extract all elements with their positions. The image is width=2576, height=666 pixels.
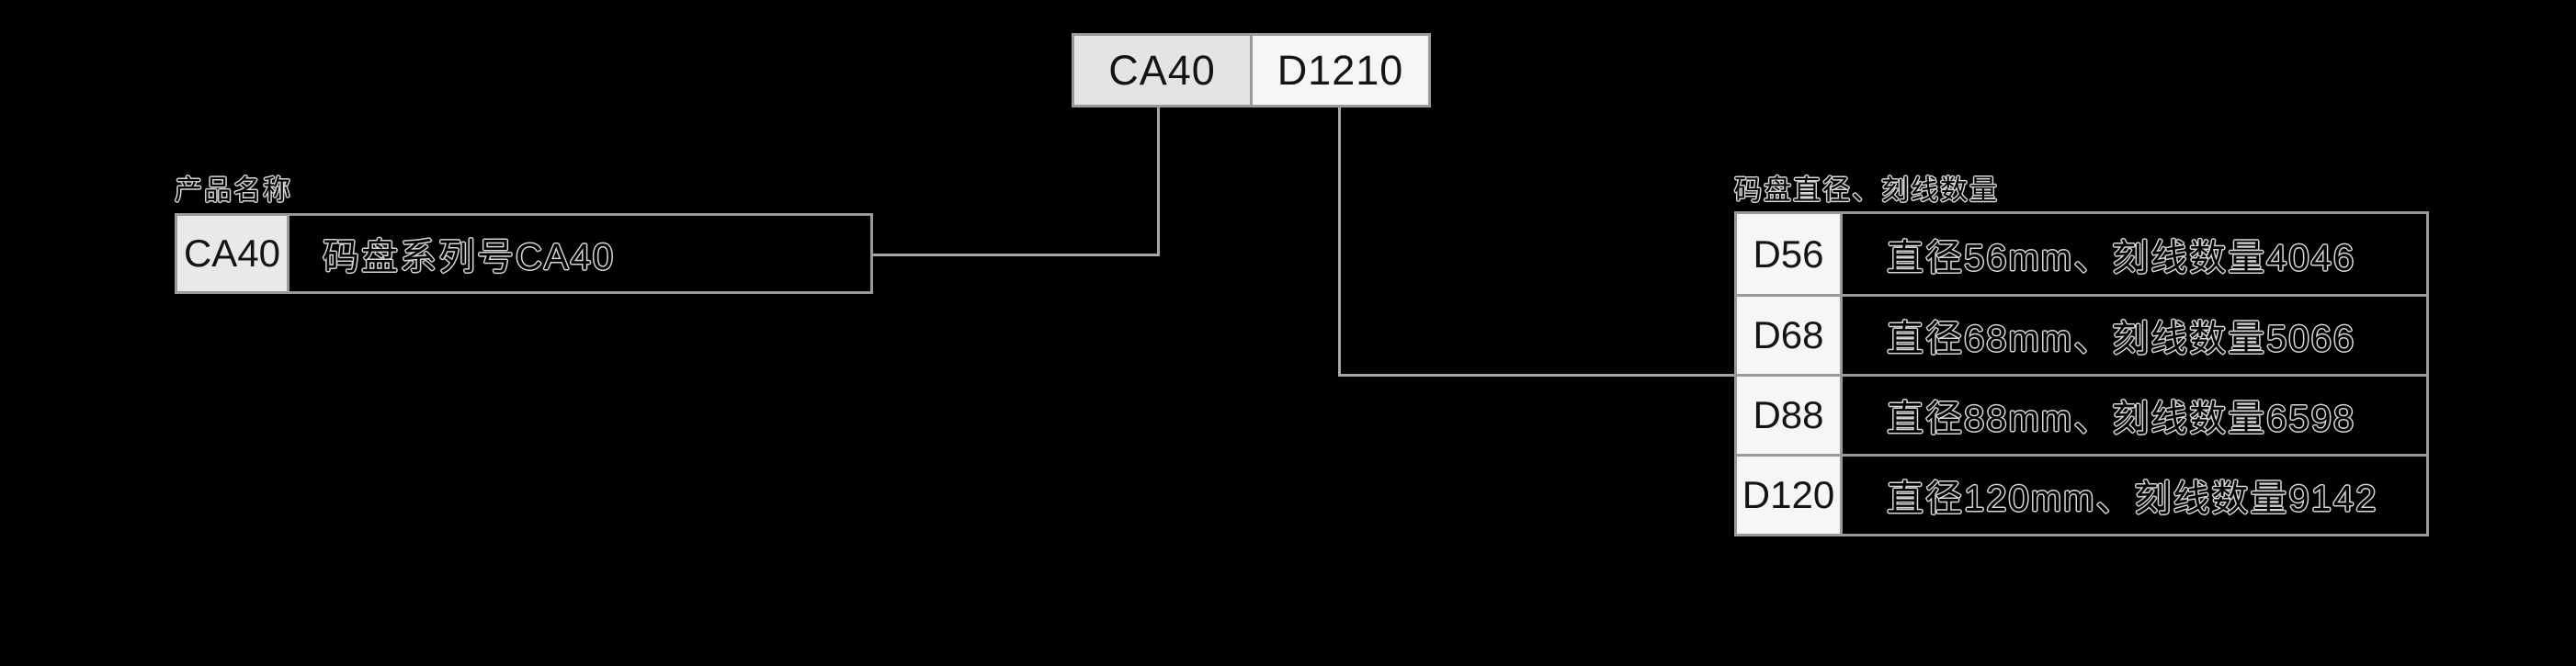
table-row: CA40 码盘系列号CA40 <box>177 216 870 291</box>
model-code-segment-disc: D1210 <box>1250 36 1428 105</box>
row-desc-cell: 直径68mm、刻线数量5066 <box>1843 297 2426 374</box>
left-group-title: 产品名称 <box>175 175 292 206</box>
row-desc-cell: 直径56mm、刻线数量4046 <box>1843 214 2426 294</box>
row-code-cell: D56 <box>1737 214 1843 294</box>
row-code-cell: CA40 <box>177 216 289 291</box>
table-row: D120 直径120mm、刻线数量9142 <box>1737 454 2426 534</box>
table-row: D56 直径56mm、刻线数量4046 <box>1737 214 2426 294</box>
right-group-title: 码盘直径、刻线数量 <box>1734 175 1999 206</box>
row-desc-cell: 直径120mm、刻线数量9142 <box>1843 457 2426 534</box>
row-desc-cell: 码盘系列号CA40 <box>289 216 870 291</box>
connector-series-vertical <box>1157 107 1160 256</box>
row-code-cell: D88 <box>1737 377 1843 454</box>
row-code-cell: D68 <box>1737 297 1843 374</box>
table-row: D88 直径88mm、刻线数量6598 <box>1737 374 2426 454</box>
row-desc-cell: 直径88mm、刻线数量6598 <box>1843 377 2426 454</box>
product-name-table: CA40 码盘系列号CA40 <box>175 213 873 294</box>
disc-options-table: D56 直径56mm、刻线数量4046 D68 直径68mm、刻线数量5066 … <box>1734 211 2429 536</box>
connector-disc-vertical <box>1338 107 1341 377</box>
connector-disc-horizontal <box>1338 374 1734 377</box>
table-row: D68 直径68mm、刻线数量5066 <box>1737 294 2426 374</box>
model-code-box: CA40 D1210 <box>1072 33 1431 107</box>
row-code-cell: D120 <box>1737 457 1843 534</box>
model-code-segment-series: CA40 <box>1074 36 1250 105</box>
connector-series-horizontal <box>873 254 1160 256</box>
